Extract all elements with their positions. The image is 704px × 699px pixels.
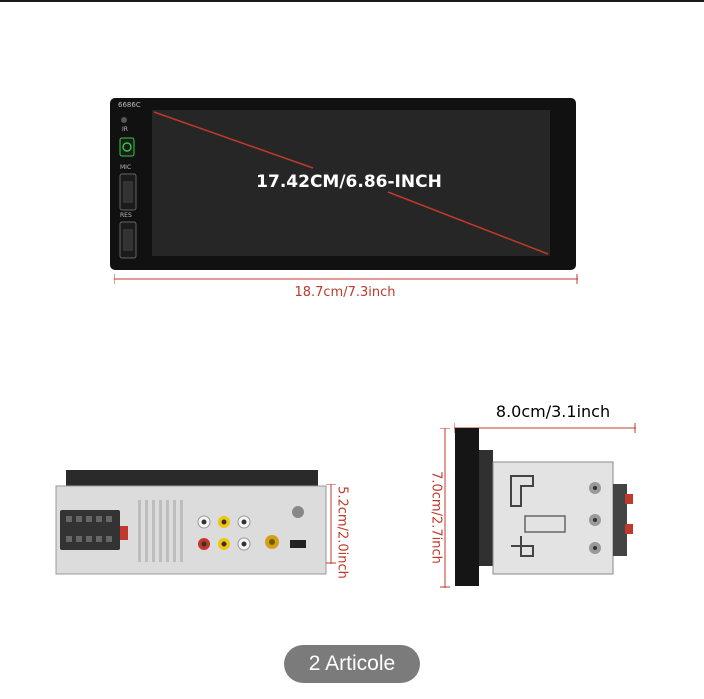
back-height-label: 5.2cm/2.0inch	[334, 486, 350, 579]
front-width-label: 18.7cm/7.3inch	[294, 285, 396, 300]
dimension-line	[113, 274, 578, 284]
side-depth-dimension	[453, 418, 636, 433]
side-height-dimension	[440, 427, 450, 588]
dimension-line-vertical	[326, 483, 336, 564]
head-unit-back-illustration	[55, 470, 327, 575]
side-depth-label: 8.0cm/3.1inch	[495, 402, 611, 421]
mic-label: MIC	[120, 164, 132, 171]
items-count-badge[interactable]: 2 Articole	[284, 645, 420, 683]
head-unit-side-illustration	[455, 428, 633, 586]
back-height-dimension	[326, 483, 336, 564]
front-view: 6686C IR MIC RES 17.42CM/6.86-INCH	[108, 96, 580, 276]
side-height-label: 7.0cm/2.7inch	[428, 471, 444, 564]
model-label: 6686C	[118, 101, 141, 109]
side-view	[455, 428, 640, 588]
top-border	[0, 0, 704, 2]
back-view	[50, 466, 332, 576]
res-label: RES	[120, 212, 132, 219]
dimension-line	[453, 423, 636, 433]
diagonal-label: 17.42CM/6.86-INCH	[256, 172, 442, 192]
dimension-line-vertical	[440, 427, 450, 588]
head-unit-front-illustration	[110, 98, 576, 270]
ir-label: IR	[122, 126, 128, 133]
front-width-dimension	[113, 272, 578, 286]
